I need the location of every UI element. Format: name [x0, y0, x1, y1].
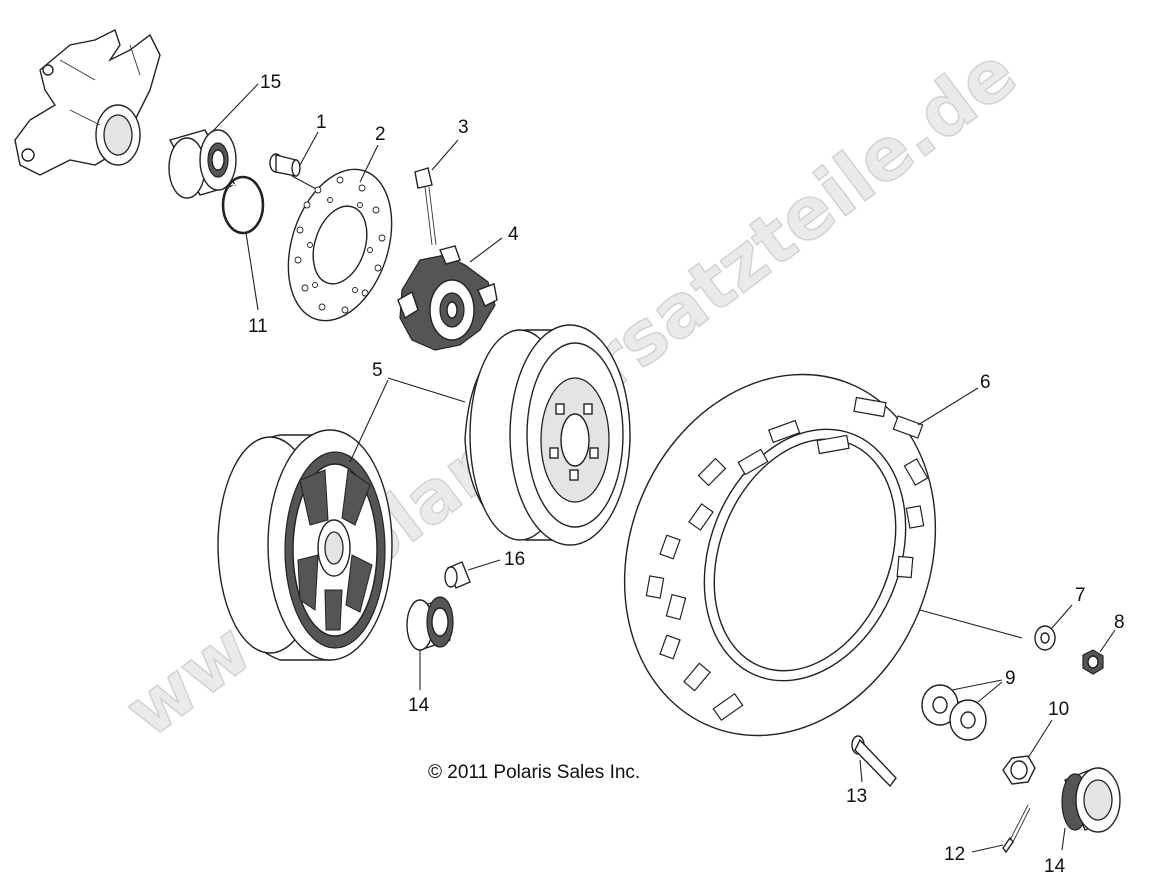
steering-knuckle	[14, 29, 161, 176]
valve-stem	[444, 561, 471, 589]
callout-2: 2	[375, 124, 386, 145]
spacer-washers	[921, 684, 987, 741]
callout-10: 10	[1048, 699, 1069, 720]
callout-7: 7	[1075, 585, 1086, 606]
tire	[623, 373, 937, 737]
callout-3: 3	[458, 117, 469, 138]
wheel-hub	[397, 245, 498, 351]
callout-6: 6	[980, 372, 991, 393]
callout-1: 1	[316, 112, 327, 133]
callout-12: 12	[944, 844, 965, 865]
callout-5: 5	[372, 360, 383, 381]
hub-bolt	[414, 167, 437, 246]
lug-nut	[1082, 649, 1104, 675]
callout-4: 4	[508, 224, 519, 245]
callout-14-cap: 14	[1044, 856, 1066, 877]
hub-cap-large	[1061, 767, 1121, 833]
copyright-notice: © 2011 Polaris Sales Inc.	[428, 762, 640, 783]
brake-disc-bolt	[269, 153, 301, 177]
callout-13: 13	[846, 786, 867, 807]
callout-8: 8	[1114, 612, 1125, 633]
callout-16: 16	[504, 549, 525, 570]
brake-disc	[287, 168, 393, 322]
callout-11: 11	[248, 316, 268, 337]
cotter-pin	[1002, 804, 1031, 854]
axle-nut	[1002, 755, 1036, 785]
steel-wheel-rim	[464, 324, 631, 546]
callout-14-hub: 14	[408, 695, 430, 716]
hub-cap-small	[406, 596, 454, 651]
wheel-bolt	[851, 735, 897, 788]
cast-wheel-rim	[217, 429, 393, 661]
snap-ring	[221, 175, 265, 235]
wheel-bearing	[168, 129, 237, 199]
washer	[1034, 625, 1056, 651]
callout-9: 9	[1005, 668, 1016, 689]
callout-15: 15	[260, 72, 281, 93]
